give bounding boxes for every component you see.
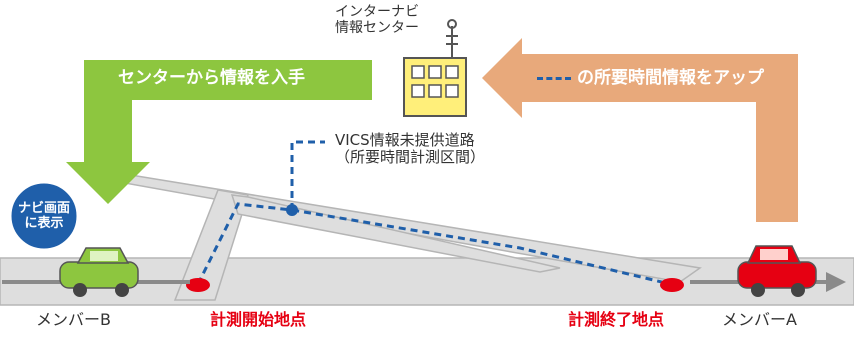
orange-arrow-text: の所要時間情報をアップ	[577, 68, 764, 88]
navi-screen-badge	[8, 180, 80, 252]
vics-road-label: VICS情報未提供道路 （所要時間計測区間）	[335, 131, 486, 167]
window	[445, 84, 459, 98]
window	[411, 65, 425, 79]
car-wheel	[115, 283, 129, 297]
end-point-marker	[660, 278, 684, 292]
side-road-connector	[230, 194, 561, 273]
window	[428, 65, 442, 79]
car-body	[59, 261, 139, 289]
navi-badge-label-line1: ナビ画面	[17, 201, 70, 216]
dash-legend-icon	[537, 76, 571, 80]
member-b-label: メンバーB	[36, 310, 111, 329]
measurement-route	[196, 140, 671, 286]
car-wheel	[751, 283, 765, 297]
route-dashed-line	[196, 202, 671, 286]
window	[428, 84, 442, 98]
window	[445, 65, 459, 79]
car-member-a-icon	[737, 245, 817, 297]
start-point-label: 計測開始地点	[210, 310, 307, 329]
car-member-b-icon	[59, 247, 139, 297]
start-point-marker	[186, 278, 210, 292]
right-arrowhead	[826, 272, 846, 292]
info-center-label-line1: インターナビ	[335, 4, 419, 20]
orange-arrow	[482, 38, 798, 222]
orange-arrow-label: の所要時間情報をアップ	[537, 68, 764, 89]
car-body	[737, 261, 817, 289]
vics-road-label-line1: VICS情報未提供道路	[335, 131, 475, 149]
route-node	[286, 204, 298, 216]
car-window	[760, 249, 788, 260]
vics-road-label-line2: （所要時間計測区間）	[335, 148, 486, 167]
car-wheel	[73, 283, 87, 297]
window	[411, 84, 425, 98]
navi-badge-label: ナビ画面 に表示	[12, 201, 76, 232]
car-window	[90, 251, 118, 261]
car-wheel	[791, 283, 805, 297]
label-leader-line	[290, 140, 325, 210]
green-arrow	[66, 60, 372, 204]
end-point-label: 計測終了地点	[568, 310, 665, 329]
antenna-tip	[447, 19, 457, 29]
info-center-label-line2: 情報センター	[335, 20, 419, 37]
info-center-building	[403, 19, 467, 117]
info-center-label: インターナビ 情報センター	[318, 4, 436, 36]
green-arrow-label: センターから情報を入手	[118, 68, 305, 88]
member-a-label: メンバーA	[722, 310, 797, 329]
navi-badge-label-line2: に表示	[24, 215, 64, 231]
